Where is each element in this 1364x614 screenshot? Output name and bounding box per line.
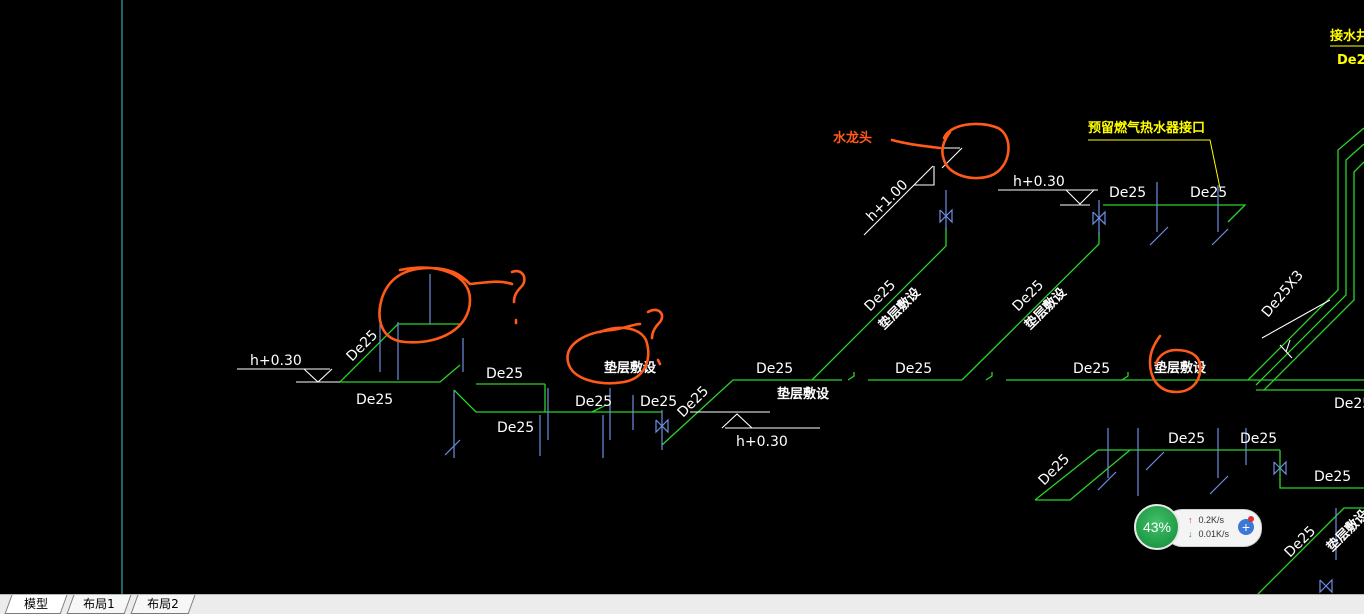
pipe-label: De25 [1282,523,1320,561]
notification-dot-icon [1248,516,1254,522]
pipe-label: De25 [640,394,677,410]
pipe-label: De25 [1334,396,1364,412]
pipe-label: De25 [486,366,523,382]
pipe-note: 垫层敷设 [1154,360,1207,376]
callout-label: 接水井给 [1330,28,1364,44]
pipe-labels: h+0.30 De25 De25 De25 De25 De25 De25 De2… [250,28,1364,561]
pipe-label: De25 [1240,431,1277,447]
pipe-label: De25 [1314,469,1351,485]
callout-label: De25 [1337,53,1364,68]
tab-layout-2[interactable]: 布局2 [130,595,196,614]
pipe-label: De25 [895,361,932,377]
upload-speed: 0.2K/s [1198,515,1225,525]
pipe-label: De25 [756,361,793,377]
pipe-network-right [1034,45,1364,594]
tab-label: 布局2 [147,597,179,611]
markup-label: 水龙头 [833,130,872,146]
pipe-note: 垫层敷设 [604,360,657,376]
tab-layout-1[interactable]: 布局1 [66,595,132,614]
pipe-network-left [237,274,842,458]
pipe-label: De25 [1109,185,1146,201]
pipe-label: De25 [1190,185,1227,201]
pipe-label: De25 [356,392,393,408]
network-speed-widget[interactable]: 43% ↑ 0.2K/s ↓ 0.01K/s + [1134,504,1262,550]
pipe-label: h+0.30 [736,434,788,450]
pipe-network-middle [811,139,1247,381]
callout-label: 预留燃气热水器接口 [1088,120,1205,136]
down-arrow-icon: ↓ [1188,529,1193,539]
usage-percent: 43% [1142,519,1172,535]
pipe-label: h+1.00 [864,177,912,225]
pipe-label: De25X3 [1259,268,1307,321]
upload-speed-row: ↑ 0.2K/s [1188,515,1224,525]
download-speed: 0.01K/s [1198,529,1230,539]
tab-label: 布局1 [83,597,115,611]
pipe-note: 垫层敷设 [777,386,830,402]
pipe-label: De25 [1073,361,1110,377]
pipe-label: De25 [1168,431,1205,447]
pipe-label: h+0.30 [250,353,302,369]
cad-drawing-canvas[interactable]: h+0.30 De25 De25 De25 De25 De25 De25 De2… [0,0,1364,594]
layout-tab-bar: 模型 布局1 布局2 [0,594,1364,614]
pipe-label: De25 [575,394,612,410]
pipe-label: De25 [497,420,534,436]
tab-model[interactable]: 模型 [4,595,68,614]
hand-markup [378,122,1202,394]
pipe-label: h+0.30 [1013,174,1065,190]
pipe-note: 垫层敷设 [1324,506,1364,555]
pipe-label: De25 [1036,451,1074,489]
tab-label: 模型 [23,597,48,611]
up-arrow-icon: ↑ [1188,515,1193,525]
download-speed-row: ↓ 0.01K/s [1188,529,1229,539]
plus-icon[interactable]: + [1238,519,1254,535]
pipe-label: De25 [675,383,713,421]
usage-percent-badge[interactable]: 43% [1134,504,1180,550]
